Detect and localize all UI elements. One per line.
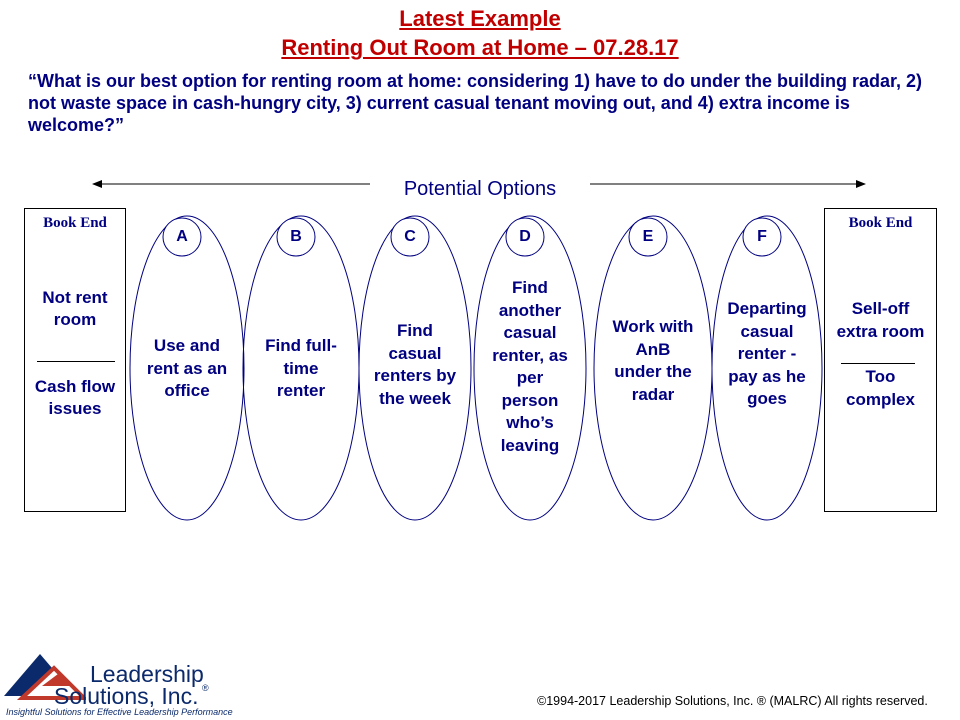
logo-mark-icon: [4, 654, 86, 700]
option-text-line: Find full-: [265, 336, 337, 355]
option-text-line: renter, as: [492, 345, 568, 365]
option-badge-e: [628, 217, 668, 257]
option-text-line: pay as he: [728, 366, 806, 386]
option-letter-e: E: [642, 228, 654, 245]
option-text-c: Find casual renters by the week: [357, 320, 473, 410]
option-text-d: Find another casual renter, as per person who’…: [472, 277, 588, 457]
bookend-left-bottom-line1: Cash flow: [34, 377, 116, 396]
logo-tagline: Insightful Solutions for Effective Leade…: [6, 707, 233, 717]
option-text-line: Use and: [153, 336, 221, 355]
bookend-left-top-line1: Not rent: [42, 288, 108, 307]
question-text: “What is our best option for renting roo…: [28, 71, 923, 135]
option-text-line: casual: [503, 323, 557, 342]
option-badge-f: [742, 217, 782, 257]
option-text-line: renters by: [373, 366, 457, 385]
option-text-line: casual: [740, 321, 794, 341]
option-text-line: Find: [397, 321, 433, 340]
option-text-a: Use and rent as an office: [129, 335, 245, 403]
option-badge-d: [505, 217, 545, 257]
option-text-f: Departing casual renter - pay as he goes: [709, 298, 825, 411]
bookend-left: Book End Not rent room Cash flow issues: [24, 208, 126, 512]
option-letter-d: D: [519, 228, 531, 245]
bookend-right-top-line2: extra room: [836, 322, 925, 341]
option-text-line: casual: [388, 343, 442, 363]
option-text-line: leaving: [500, 435, 560, 455]
option-text-line: rent as an: [146, 358, 228, 378]
option-text-line: Find: [512, 278, 548, 297]
bookend-right-title: Book End: [848, 215, 913, 231]
bookend-right-top-line1: Sell-off: [851, 299, 910, 318]
option-letter-b: B: [290, 228, 302, 245]
option-text-line: per: [516, 368, 544, 387]
option-ellipse-d: [473, 215, 587, 521]
option-text-line: person: [501, 390, 559, 410]
bookend-right-bottom-line2: complex: [846, 390, 915, 409]
logo-text-line1: Leadership: [90, 661, 204, 687]
option-text-line: radar: [631, 384, 675, 404]
bookend-left-title: Book End: [43, 215, 107, 231]
option-text-line: office: [164, 381, 210, 400]
option-text-line: AnB: [635, 339, 671, 359]
option-letter-a: A: [176, 228, 188, 245]
option-ellipse-a: [129, 215, 245, 521]
option-text-line: another: [498, 300, 562, 320]
option-text-line: Departing: [727, 299, 807, 318]
option-ellipse-f: [711, 215, 823, 521]
option-text-line: Work with: [612, 317, 694, 336]
bookend-right-bottom-line1: Too: [865, 367, 896, 386]
option-letter-c: C: [404, 228, 416, 245]
potential-options-label: Potential Options: [370, 175, 590, 203]
logo-registered-mark: ®: [202, 683, 209, 693]
bookend-right-divider: [841, 363, 915, 364]
title-line-1: Latest Example: [399, 6, 561, 31]
option-text-line: renter -: [737, 344, 797, 363]
bookend-left-divider: [37, 361, 115, 362]
bookend-right: Book End Sell-off extra room Too complex: [824, 208, 937, 512]
copyright-notice: ©1994-2017 Leadership Solutions, Inc. ® …: [537, 694, 928, 708]
title-line-2: Renting Out Room at Home – 07.28.17: [281, 35, 679, 60]
bookend-left-bottom-line2: issues: [48, 399, 102, 418]
option-ellipse-c: [358, 215, 472, 521]
option-text-line: renter: [276, 381, 326, 400]
logo-text-line2: Solutions, Inc.: [54, 683, 199, 709]
option-text-line: the week: [379, 388, 451, 408]
option-letter-f: F: [757, 228, 767, 245]
option-text-b: Find full-time renter: [243, 335, 359, 403]
option-badge-a: [162, 217, 202, 257]
option-text-line: under the: [614, 362, 692, 381]
option-badge-c: [390, 217, 430, 257]
option-text-line: time: [283, 358, 319, 378]
option-text-line: goes: [747, 389, 787, 408]
option-text-line: who’s: [506, 413, 554, 432]
bookend-left-top-line2: room: [53, 310, 97, 329]
option-badge-b: [276, 217, 316, 257]
